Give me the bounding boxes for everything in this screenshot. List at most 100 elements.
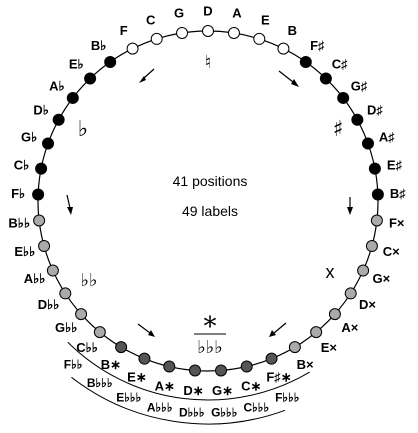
position-label-fsharp: F♯ (310, 38, 324, 53)
labels-count-text: 49 labels (182, 203, 238, 219)
position-dots (32, 25, 384, 377)
outer-label-dflatflatflat: D♭♭♭ (179, 405, 205, 419)
position-label-d: D (203, 4, 212, 19)
outer-arcs (67, 341, 310, 425)
position-label-gx: G× (373, 271, 391, 286)
position-label-cflatflat: C♭♭ (76, 340, 98, 355)
position-label-bsharp: B♯ (390, 186, 406, 201)
position-label-dflat: D♭ (33, 103, 49, 118)
arrow-lower-left (137, 323, 155, 337)
sharp-symbol: ♯ (333, 117, 344, 142)
direction-arrows (66, 68, 353, 337)
position-label-dstar: D∗ (183, 383, 203, 398)
position-dot-dflat (52, 113, 65, 126)
position-label-gflatflat: G♭♭ (55, 320, 77, 335)
position-label-ax: A× (341, 320, 358, 335)
positions-count-text: 41 positions (173, 173, 248, 189)
position-dot-bflatflat (33, 214, 46, 227)
double-sharp-symbol: x (326, 262, 335, 282)
position-label-ex: E× (321, 340, 338, 355)
outer-labels: F♭♭♭ C♭♭♭ G♭♭♭ D♭♭♭ A♭♭♭ E♭♭♭B♭♭♭ F♭♭ (64, 358, 300, 420)
position-label-asharp: A♯ (379, 129, 395, 144)
arrow-upper-right (278, 70, 299, 87)
position-dot-asharp (361, 137, 374, 150)
position-dot-ex (310, 326, 323, 339)
position-dot-aflat (66, 91, 79, 104)
natural-symbol: ♮ (205, 52, 211, 73)
position-dot-dx (344, 287, 357, 300)
outer-label-fflatflat: F♭♭ (64, 358, 83, 372)
position-label-fsharpstar: F♯∗ (266, 370, 291, 385)
position-dot-bsharp (371, 188, 384, 201)
position-label-dflatflat: D♭♭ (38, 297, 60, 312)
position-label-bflat: B♭ (91, 38, 107, 53)
position-label-estar: E∗ (127, 370, 147, 385)
position-label-csharp: C♯ (332, 57, 348, 72)
outer-label-fflatflatflat: F♭♭♭ (275, 391, 299, 405)
position-dot-fx (370, 214, 383, 227)
position-label-fflat: F♭ (11, 186, 25, 201)
position-label-e: E (261, 12, 270, 27)
position-dot-ax (328, 308, 341, 321)
arrow-left (66, 194, 73, 215)
position-dot-fsharpstar (265, 352, 278, 365)
position-label-dsharp: D♯ (367, 103, 383, 118)
position-label-bstar: B∗ (101, 357, 121, 372)
position-dot-estar (138, 352, 151, 365)
position-label-aflatflat: A♭♭ (24, 271, 46, 286)
double-flat-symbol: ♭♭ (81, 270, 98, 291)
outer-label-bflatflatflat: B♭♭♭ (87, 376, 113, 390)
position-label-bx: B× (297, 357, 314, 372)
position-label-bflatflat: B♭♭ (8, 215, 30, 230)
outer-label-gflatflatflat: G♭♭♭ (211, 405, 237, 419)
position-dot-cx (365, 240, 378, 253)
position-label-esharp: E♯ (387, 157, 402, 172)
position-label-gflat: G♭ (21, 129, 37, 144)
position-label-cflat: C♭ (14, 157, 30, 172)
flat-symbol: ♭ (78, 117, 88, 142)
inner-arc (67, 341, 310, 401)
position-label-fx: F× (389, 215, 405, 230)
position-label-a: A (232, 6, 242, 21)
position-label-c: C (146, 12, 156, 27)
position-dot-gsharp (337, 91, 350, 104)
position-dot-b (277, 42, 290, 55)
outer-label-aflatflatflat: A♭♭♭ (147, 400, 173, 414)
position-dot-cflatflat (93, 326, 106, 339)
outer-arc (71, 376, 286, 425)
position-dot-e (253, 32, 266, 45)
position-dot-bflat (104, 55, 117, 68)
position-label-f: F (120, 23, 128, 38)
position-dot-gx (357, 264, 370, 277)
position-dot-c (150, 32, 163, 45)
position-dot-d (202, 25, 214, 37)
position-dot-aflatflat (46, 264, 59, 277)
position-dot-dstar (188, 364, 201, 377)
position-label-cx: C× (383, 244, 400, 259)
position-dot-a (227, 26, 240, 39)
arrow-lower-right (269, 322, 287, 337)
position-dot-f (126, 42, 139, 55)
position-label-eflatflat: E♭♭ (14, 244, 35, 259)
position-dot-eflat (84, 72, 97, 85)
position-dot-eflatflat (38, 240, 51, 253)
position-label-g: G (174, 6, 184, 21)
outer-label-eflatflatflat: E♭♭♭ (116, 391, 141, 405)
position-dot-fsharp (299, 55, 312, 68)
arrow-right (347, 197, 353, 215)
position-dot-cflat (35, 162, 48, 175)
position-dot-gflatflat (75, 308, 88, 321)
position-label-gstar: G∗ (212, 383, 233, 398)
position-dot-gflat (42, 137, 55, 150)
outer-label-cflatflatflat: C♭♭♭ (243, 400, 269, 414)
position-dot-g (176, 26, 189, 39)
position-label-b: B (288, 23, 297, 38)
position-dot-dsharp (351, 113, 364, 126)
position-label-eflat: E♭ (69, 57, 84, 72)
position-label-aflat: A♭ (49, 78, 65, 93)
position-dot-bx (288, 341, 301, 354)
triple-flat-symbol: ♭♭♭ (197, 337, 222, 358)
